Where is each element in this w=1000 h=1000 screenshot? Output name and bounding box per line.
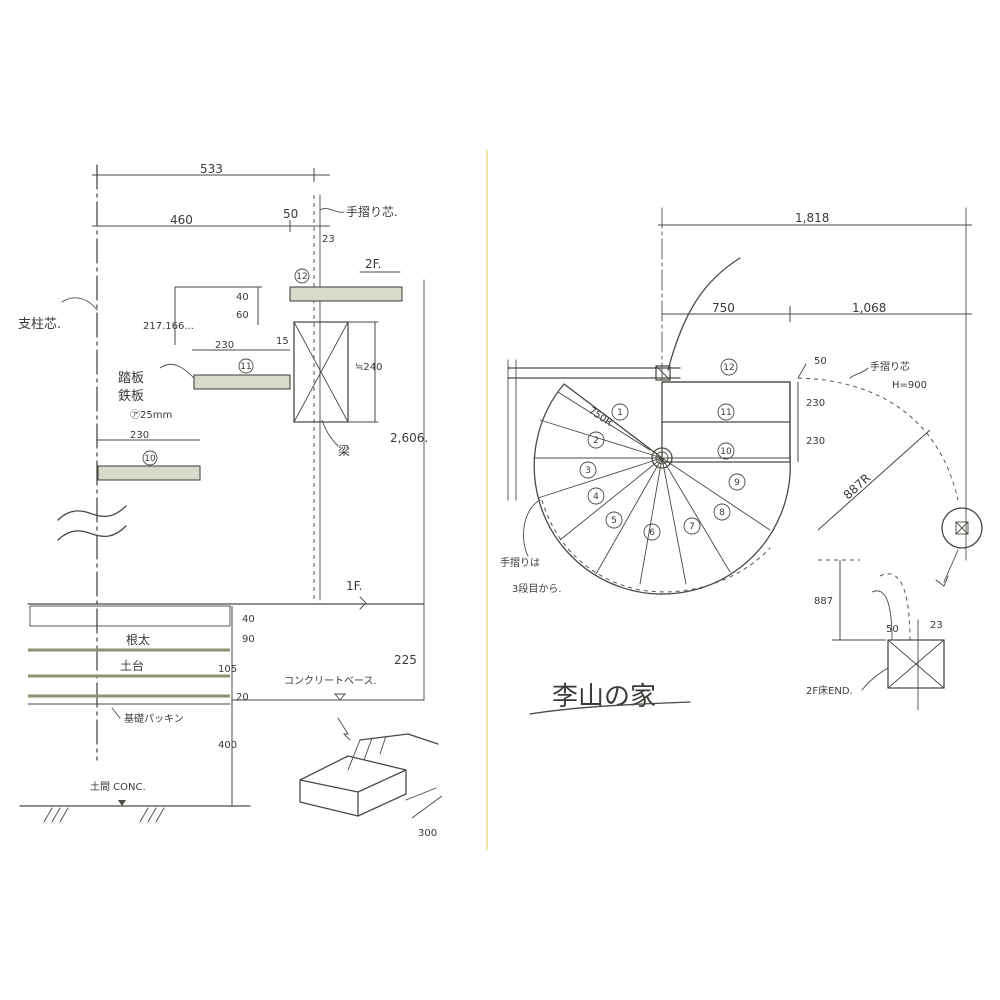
- dim-1818: 1,818: [795, 211, 829, 225]
- dim-300: 300: [418, 828, 437, 839]
- dim-2606: 2,606.: [390, 431, 428, 445]
- upper-opening-arc: [667, 257, 741, 371]
- detail-callout-circle: [941, 507, 983, 549]
- dim-230-b: 230: [130, 430, 149, 441]
- dim-217: 217.166...: [143, 321, 194, 332]
- svg-text:6: 6: [649, 528, 655, 538]
- dim-40-b: 40: [242, 614, 255, 625]
- spiral-step-badges: 1 2 3 4 5 6 7 8 9: [579, 403, 746, 541]
- svg-text:10: 10: [720, 447, 732, 457]
- plan-step-10: [717, 442, 735, 460]
- label-thickness: ㋐25mm: [130, 409, 172, 421]
- step-badge-11: [238, 358, 254, 374]
- dim-400: 400: [218, 740, 237, 751]
- svg-text:8: 8: [719, 508, 725, 518]
- label-handrail-center-plan: 手摺り芯: [870, 360, 910, 373]
- dim-887: 887: [814, 596, 833, 607]
- dim-750: 750: [712, 301, 735, 315]
- title-underline: [529, 701, 691, 715]
- dim-460: 460: [170, 213, 193, 227]
- stair-section-drawing: 533 460 50 23 手摺り芯. 2F. 12 40 60 217.166…: [18, 162, 443, 839]
- dim-60: 60: [236, 310, 249, 321]
- dim-20: 20: [236, 692, 249, 703]
- label-height: H=900: [892, 380, 927, 391]
- break-mark-upper: [57, 505, 127, 521]
- label-beam: 梁: [338, 443, 350, 458]
- svg-text:9: 9: [734, 478, 740, 488]
- label-dodai: 土台: [120, 658, 144, 673]
- dim-50: 50: [283, 207, 298, 221]
- dim-50-detail: 50: [886, 624, 899, 635]
- svg-text:11: 11: [720, 408, 731, 418]
- dim-1068: 1,068: [852, 301, 886, 315]
- dim-225: 225: [394, 653, 417, 667]
- svg-text:11: 11: [240, 362, 251, 372]
- label-tread: 踏板: [118, 371, 144, 386]
- tread-11: [193, 374, 291, 390]
- svg-text:4: 4: [593, 492, 599, 502]
- dim-230-a: 230: [215, 340, 234, 351]
- dim-40: 40: [236, 292, 249, 303]
- svg-text:10: 10: [144, 454, 156, 464]
- label-neda: 根太: [126, 632, 150, 647]
- label-2f: 2F.: [365, 257, 381, 271]
- label-handrail-note-1: 手摺りは: [500, 556, 540, 569]
- label-concrete-base: コンクリートベース.: [284, 675, 377, 687]
- beam: [293, 321, 349, 423]
- dim-230-plan-b: 230: [806, 436, 825, 447]
- drawing-title: 李山の家: [552, 682, 656, 712]
- tread-12: [289, 286, 403, 302]
- end-post-detail: [887, 639, 945, 689]
- floor-board: [29, 605, 231, 627]
- step-badge-12: [294, 268, 310, 284]
- stair-plan-drawing: 1,818 750 1,068 12 11 10 230 230: [500, 207, 983, 715]
- svg-text:1: 1: [617, 408, 623, 418]
- spiral-outline: [533, 381, 791, 595]
- break-mark-lower: [57, 525, 127, 541]
- label-steel: 鉄板: [118, 389, 144, 404]
- dim-887r: 887R: [841, 471, 874, 502]
- label-1f: 1F.: [346, 579, 362, 593]
- svg-text:3: 3: [585, 466, 591, 476]
- dim-90: 90: [242, 634, 255, 645]
- plan-step-11: [717, 403, 735, 421]
- label-handrail-center: 手摺り芯.: [346, 204, 398, 219]
- label-floor2-end: 2F床END.: [806, 684, 853, 697]
- left-handrail: [541, 499, 771, 593]
- footing-iso-sketch: 300: [299, 717, 443, 839]
- svg-text:5: 5: [611, 516, 617, 526]
- label-post-center: 支柱芯.: [18, 317, 61, 332]
- label-doma: 土間 CONC.: [90, 780, 146, 793]
- tread-10: [97, 465, 201, 481]
- label-kiso-packing: 基礎パッキン: [124, 712, 184, 725]
- dim-533: 533: [200, 162, 223, 176]
- dim-240: ≒240: [355, 362, 382, 373]
- label-handrail-note-2: 3段目から.: [512, 582, 562, 595]
- plan-step-12: [720, 358, 738, 376]
- spiral-tread-lines: [533, 383, 791, 585]
- step-badge-10: [142, 450, 158, 466]
- svg-text:7: 7: [689, 522, 695, 532]
- svg-text:12: 12: [296, 272, 307, 282]
- svg-text:12: 12: [723, 363, 734, 373]
- svg-text:2: 2: [593, 436, 599, 446]
- dim-15: 15: [276, 336, 289, 347]
- dim-105: 105: [218, 664, 237, 675]
- dim-50-plan: 50: [814, 356, 827, 367]
- dim-230-plan-a: 230: [806, 398, 825, 409]
- dim-750r: 750R: [586, 405, 614, 429]
- dim-23: 23: [322, 234, 335, 245]
- dim-23-detail: 23: [930, 620, 943, 631]
